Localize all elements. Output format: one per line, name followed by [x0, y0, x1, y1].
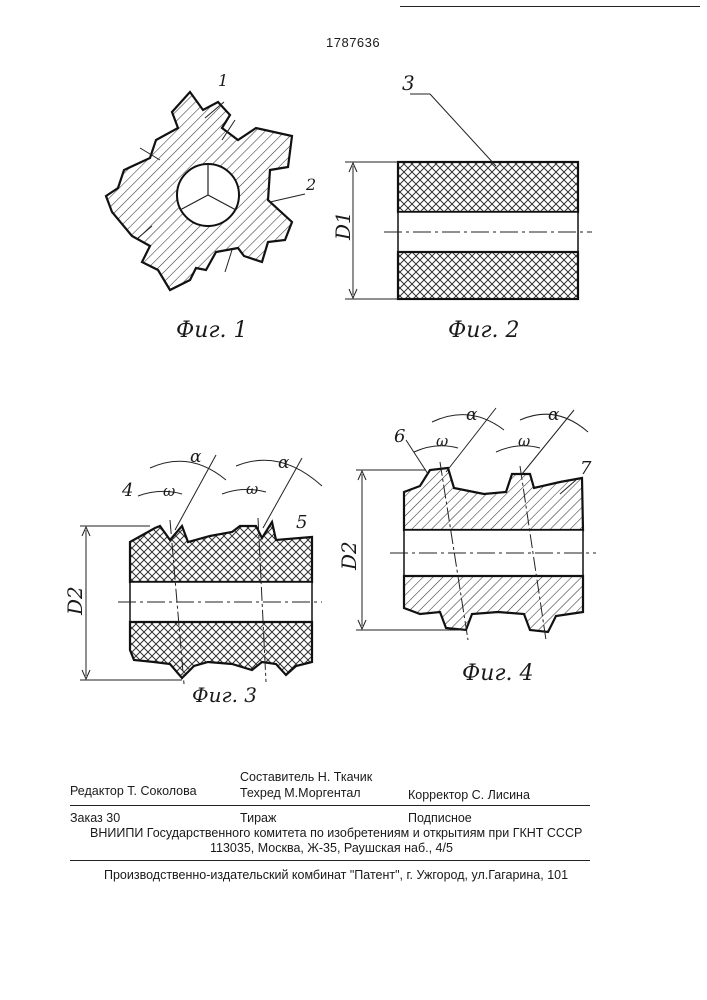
fig2-lower-section [398, 252, 578, 299]
fig1-label-2: 2 [305, 175, 316, 194]
fig4-upper-section [404, 468, 583, 530]
imprint-corrector: Корректор С. Лисина [408, 788, 530, 802]
fig4-omega-1: ω [436, 432, 448, 450]
figure-1: 1 2 Фиг. 1 [106, 71, 316, 343]
fig3-alpha-2: α [278, 453, 290, 473]
fig4-label-7: 7 [580, 458, 592, 479]
drawing-sheet: 1 2 Фиг. 1 3 D1 Фиг. 2 [0, 0, 707, 760]
fig3-label-4: 4 [121, 480, 133, 501]
fig2-upper-section [398, 162, 578, 212]
fig4-label-6: 6 [394, 426, 405, 447]
imprint-circulation: Тираж [240, 811, 276, 825]
imprint-rule-2 [70, 860, 590, 861]
fig2-caption: Фиг. 2 [448, 318, 520, 343]
figure-2: 3 D1 Фиг. 2 [331, 71, 592, 343]
imprint-subscription: Подписное [408, 811, 472, 825]
imprint-rule-1 [70, 805, 590, 806]
imprint-publisher: Производственно-издательский комбинат "П… [104, 868, 568, 882]
imprint-compiler: Составитель Н. Ткачик [240, 770, 372, 784]
fig4-caption: Фиг. 4 [462, 661, 534, 686]
fig1-label-1: 1 [218, 71, 228, 90]
fig4-dimension-d2: D2 [337, 541, 361, 571]
fig4-lower-section [404, 576, 583, 632]
fig3-caption: Фиг. 3 [192, 683, 257, 707]
fig4-alpha-1: α [466, 405, 478, 425]
figure-3: 4 5 ω α ω α D2 Фиг. 3 [63, 447, 322, 707]
fig3-label-5: 5 [296, 512, 307, 533]
fig3-lower-section [130, 622, 312, 678]
fig3-alpha-1: α [190, 447, 202, 467]
imprint-editor: Редактор Т. Соколова [70, 784, 197, 798]
imprint-order: Заказ 30 [70, 811, 120, 825]
imprint-institute: ВНИИПИ Государственного комитета по изоб… [90, 826, 582, 840]
fig3-dimension-d2: D2 [63, 586, 87, 616]
imprint-address: 113035, Москва, Ж-35, Раушская наб., 4/5 [210, 841, 453, 855]
fig4-omega-2: ω [518, 432, 530, 450]
imprint-techred: Техред М.Моргентал [240, 786, 361, 800]
fig3-omega-1: ω [163, 482, 175, 500]
fig1-caption: Фиг. 1 [176, 318, 248, 343]
fig2-dimension-d1: D1 [331, 211, 355, 241]
figure-4: 6 7 ω α ω α D2 Фиг. 4 [337, 405, 596, 686]
fig4-alpha-2: α [548, 405, 560, 425]
fig2-label-3: 3 [402, 71, 415, 95]
fig3-omega-2: ω [246, 480, 258, 498]
fig3-upper-section [130, 522, 312, 582]
